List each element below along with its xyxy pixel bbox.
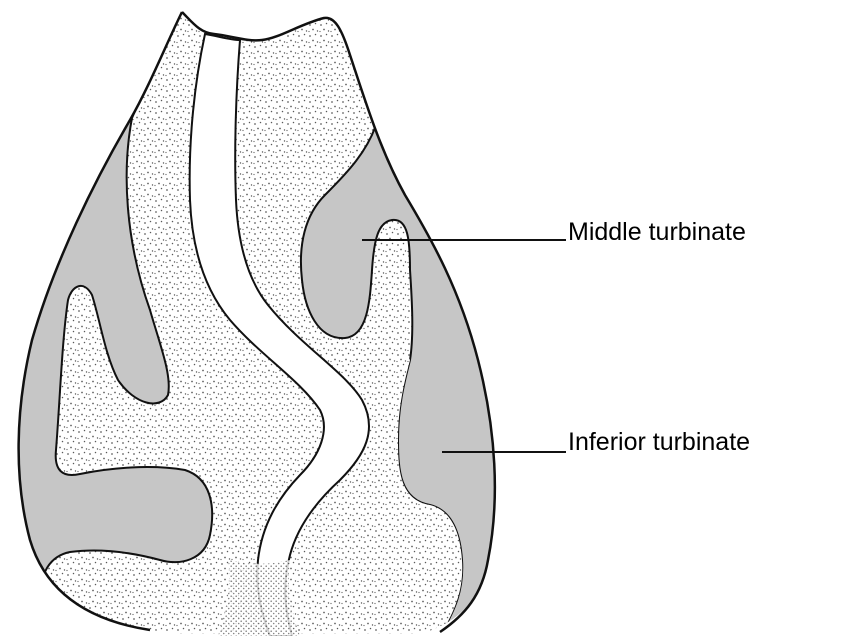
inferior-turbinate-label: Inferior turbinate (568, 428, 750, 457)
middle-turbinate-label: Middle turbinate (568, 218, 746, 247)
septum-base-stipple (218, 560, 300, 636)
